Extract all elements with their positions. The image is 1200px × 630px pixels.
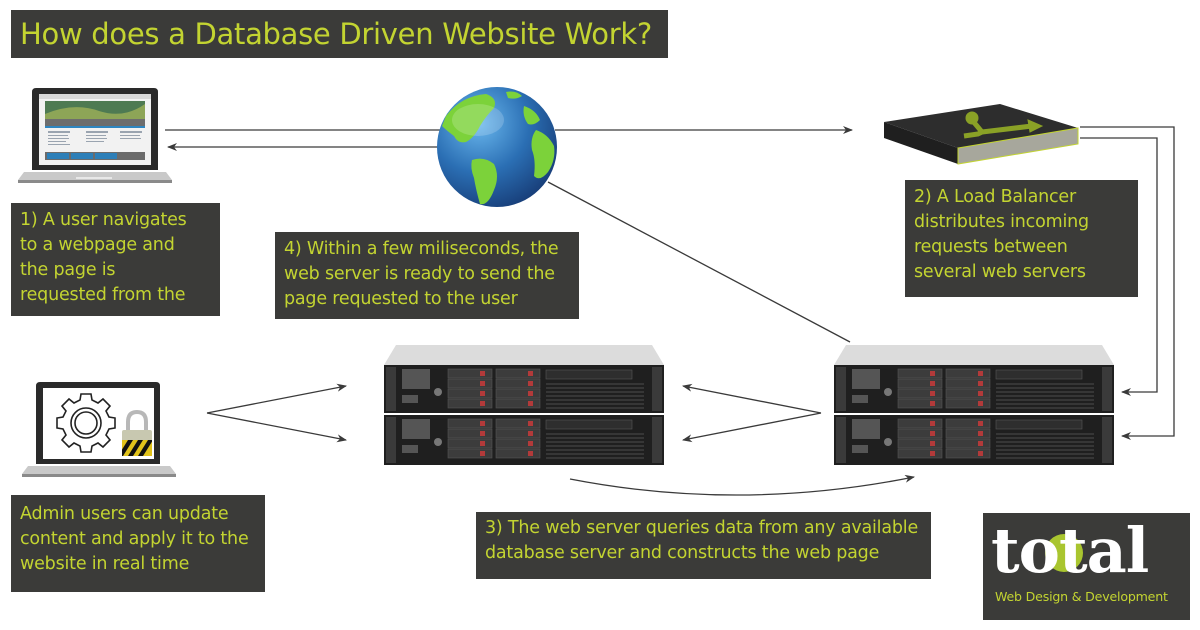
database-server-rack-icon	[384, 345, 664, 465]
note-line: requests between	[914, 237, 1068, 257]
gear-icon	[56, 393, 116, 453]
note-line: to a webpage and	[20, 235, 175, 255]
arrow-admin-to-db-1	[206, 383, 347, 414]
line-web-server-to-globe	[547, 181, 851, 343]
note-line: Admin users can update	[20, 504, 229, 524]
arrow-db-to-web-query	[569, 474, 915, 496]
globe-icon	[437, 87, 557, 207]
company-logo: total Web Design & Development	[983, 513, 1190, 620]
split-arrow-icon	[963, 111, 1044, 139]
web-server-rack-icon	[833, 344, 1115, 466]
note-line: page requested to the user	[284, 289, 518, 309]
note-line: web server is ready to send the	[284, 264, 555, 284]
note-line: 4) Within a few miliseconds, the	[284, 239, 559, 259]
note-line: several web servers	[914, 262, 1086, 282]
logo-wordmark: total	[991, 514, 1149, 587]
note-line: the page is	[20, 260, 116, 280]
note-line: database server and constructs the web p…	[485, 543, 880, 563]
load-balancer-icon	[884, 104, 1079, 165]
step-3-note: 3) The web server queries data from any …	[476, 512, 931, 579]
laptop-admin-gear-lock-icon	[22, 382, 176, 477]
step-1-note: 1) A user navigates to a webpage and the…	[11, 203, 220, 316]
laptop-webpage-icon	[18, 88, 172, 183]
arrow-admin-to-db-2	[206, 412, 347, 443]
note-line: requested from the	[20, 285, 186, 305]
note-line: distributes incoming	[914, 212, 1089, 232]
note-line: 1) A user navigates	[20, 210, 187, 230]
diagram-title: How does a Database Driven Website Work?	[11, 10, 668, 58]
note-line: 3) The web server queries data from any …	[485, 518, 919, 538]
padlock-icon	[122, 409, 152, 456]
note-line: website in real time	[20, 554, 190, 574]
step-4-note: 4) Within a few miliseconds, the web ser…	[275, 232, 579, 319]
arrow-web-to-db-2	[682, 412, 822, 443]
admin-note: Admin users can update content and apply…	[11, 495, 265, 592]
note-line: content and apply it to the	[20, 529, 249, 549]
logo-tagline: Web Design & Development	[995, 589, 1168, 604]
arrow-lb-to-server-2	[1080, 126, 1175, 440]
arrow-web-to-db-1	[682, 383, 822, 414]
arrow-lb-to-server-1	[1080, 137, 1158, 396]
logo-leaf-icon	[1045, 534, 1083, 572]
step-2-note: 2) A Load Balancer distributes incoming …	[905, 180, 1138, 297]
note-line: 2) A Load Balancer	[914, 187, 1076, 207]
